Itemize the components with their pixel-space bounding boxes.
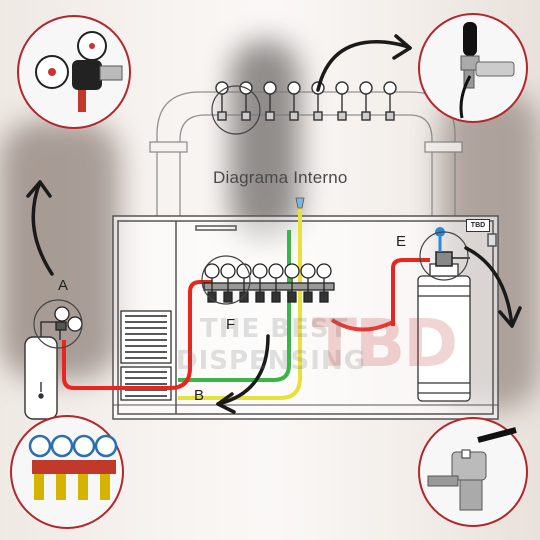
tower-tap (335, 81, 349, 121)
arrow-to-regulator (31, 180, 54, 276)
label-f: F (226, 316, 236, 333)
coupler-highlight (419, 231, 469, 281)
manifold-highlight (201, 255, 251, 305)
tower-tap (263, 81, 277, 121)
red-gas-line-right (391, 258, 430, 326)
secondary-regulator-manifold (203, 263, 335, 303)
keg-coupler (435, 227, 470, 267)
green-beer-line (178, 230, 291, 382)
tower-taps (215, 81, 397, 121)
photo-circle-faucet (418, 13, 528, 123)
label-b: B (194, 387, 205, 404)
tower-tap-highlight (211, 85, 261, 135)
photo-circle-coupler (418, 417, 528, 527)
tbd-badge: TBD (466, 219, 490, 232)
red-gas-line-right-loop (330, 318, 394, 332)
label-a: A (58, 277, 69, 294)
red-gas-line-left (62, 280, 212, 390)
arrow-to-manifold (216, 334, 270, 406)
primary-regulator-small (40, 306, 83, 340)
arrow-to-coupler (464, 246, 514, 328)
regulator-gauge (316, 263, 332, 303)
regulator-highlight (33, 299, 83, 349)
tower-tap (383, 81, 397, 121)
photo-circle-manifold (10, 415, 124, 529)
regulator-gauge (220, 263, 236, 303)
co2-cylinder (24, 330, 58, 420)
tower-tap (215, 81, 229, 121)
tower-tap (359, 81, 373, 121)
arrow-to-faucet (316, 40, 412, 92)
regulator-gauge (284, 263, 300, 303)
yellow-beer-line (178, 208, 302, 400)
tower-arch (149, 91, 463, 216)
top-fitting (295, 197, 305, 209)
keg (417, 263, 471, 402)
regulator-gauge (252, 263, 268, 303)
regulator-gauge (300, 263, 316, 303)
label-e: E (396, 233, 407, 250)
tower-tap (287, 81, 301, 121)
diagram-title: Diagrama Interno (213, 168, 348, 187)
background-blur-center (230, 40, 300, 240)
compressor-vents (120, 310, 172, 401)
arrows (26, 34, 522, 414)
regulator-gauge (268, 263, 284, 303)
photo-circle-regulator (17, 15, 131, 129)
regulator-gauge (204, 263, 220, 303)
